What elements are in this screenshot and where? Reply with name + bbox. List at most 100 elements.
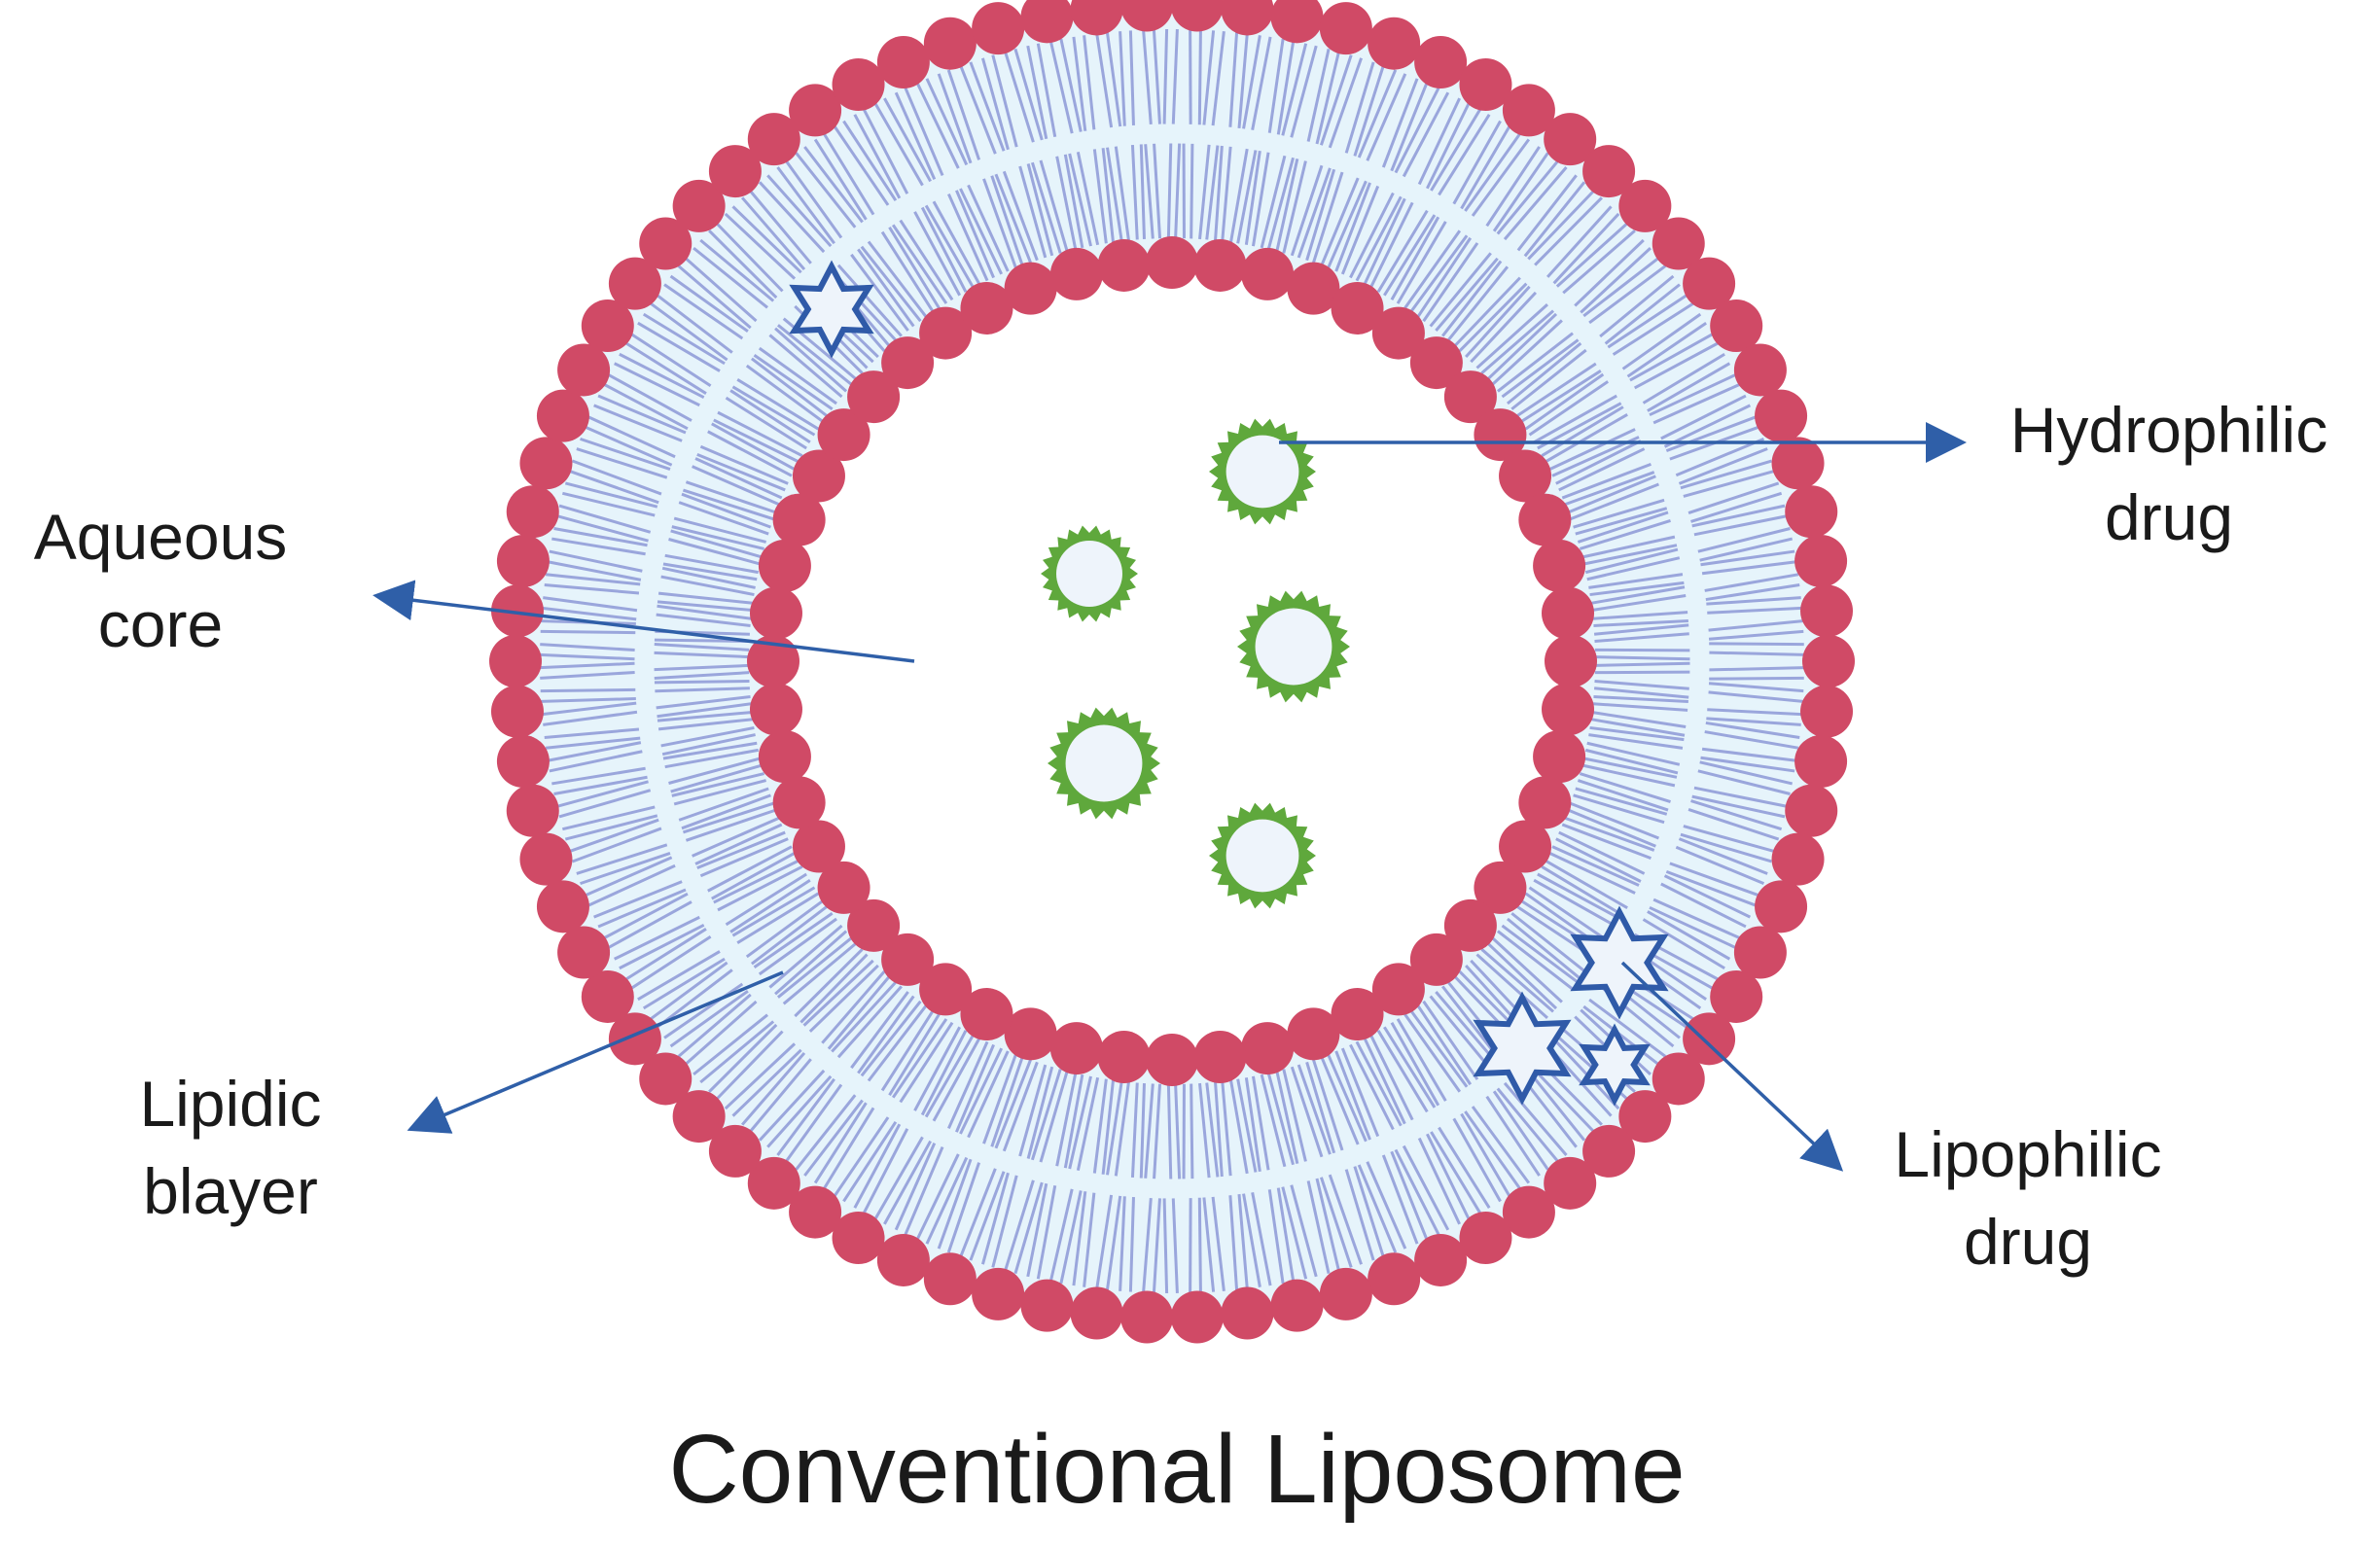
lipid-tail	[740, 196, 806, 271]
lipid-tail	[1430, 108, 1482, 192]
lipid-tail	[803, 146, 864, 224]
lipid-tail	[664, 553, 759, 575]
lipid-tail	[1700, 756, 1795, 773]
lipid-tail	[1558, 447, 1646, 492]
lipid-tail	[549, 549, 643, 573]
lipid-tail	[1083, 35, 1096, 130]
lipid-head	[1733, 926, 1787, 979]
lipid-tail	[642, 312, 726, 366]
lipid-tail	[540, 629, 636, 635]
lipid-head	[1414, 1233, 1468, 1286]
lipid-head	[1368, 17, 1421, 70]
lipid-tail	[1558, 830, 1646, 875]
lipid-tail	[1101, 1079, 1115, 1175]
lipid-tail	[571, 827, 662, 863]
lipid-tail	[1275, 158, 1299, 252]
lipid-tail	[1383, 214, 1437, 297]
lipid-head	[881, 336, 935, 390]
lipid-head	[608, 257, 661, 310]
lipid-head	[1270, 0, 1324, 44]
lipid-tail	[1486, 941, 1558, 1010]
lipid-tail	[1211, 31, 1226, 126]
lipid-tail	[1119, 1196, 1126, 1291]
lipid-tail	[1705, 583, 1800, 602]
lipid-tail	[654, 671, 750, 680]
lipid-tail	[682, 488, 774, 521]
lipid-tail	[1013, 48, 1044, 141]
lipid-head	[1771, 437, 1825, 490]
lipid-tail	[982, 178, 1017, 269]
lipid-tail	[1485, 146, 1541, 228]
six-point-star-icon	[1473, 991, 1572, 1106]
lipid-head	[1331, 988, 1384, 1041]
lipid-head	[747, 635, 799, 687]
lipid-tail	[1446, 265, 1510, 342]
lipid-tail	[662, 562, 758, 581]
lipid-head	[1474, 861, 1527, 914]
lipid-tail	[580, 852, 671, 886]
lipid-head	[1020, 0, 1074, 44]
lipid-tail	[1002, 1061, 1039, 1152]
lipid-tail	[768, 334, 843, 399]
lipid-tail	[1570, 801, 1659, 840]
lipid-tail	[1642, 352, 1725, 405]
lipid-tail	[1305, 1061, 1336, 1154]
lipid-tail	[1030, 1069, 1062, 1161]
lipid-tail	[1574, 238, 1645, 307]
lipid-tail	[713, 859, 799, 904]
lipid-tail	[1281, 1186, 1308, 1280]
lipid-tail	[888, 1013, 941, 1097]
lipid-head	[506, 485, 559, 539]
lipid-tail	[750, 357, 829, 418]
lipid-tail	[1589, 725, 1685, 742]
lipid-head	[923, 1252, 977, 1306]
lipid-tail	[1276, 40, 1296, 135]
lipid-tail	[1344, 1169, 1375, 1261]
lipid-tail	[1709, 642, 1804, 647]
lipid-tail	[1594, 648, 1690, 652]
lipid-tail	[758, 1069, 826, 1142]
lipid-tail	[1649, 373, 1737, 417]
lipid-tail	[959, 188, 1004, 275]
lipid-tail	[932, 200, 981, 286]
lipid-tail	[1190, 1083, 1194, 1179]
lipid-tail	[1555, 440, 1642, 485]
lipid-tail	[1704, 730, 1799, 750]
lipid-tail	[677, 993, 752, 1058]
lipid-tail	[1305, 168, 1336, 262]
lipid-tail	[1026, 45, 1048, 140]
lipid-head	[672, 179, 726, 232]
lipid-tail	[654, 638, 750, 644]
lipid-head	[1582, 145, 1636, 198]
lipid-tail	[1583, 757, 1678, 779]
lipid-head	[1049, 247, 1103, 300]
lipid-tail	[1026, 1182, 1048, 1278]
lipid-tail	[1575, 787, 1668, 816]
lipid-tail	[1363, 197, 1406, 286]
lipid-tail	[707, 845, 793, 893]
lipid-head	[1794, 735, 1848, 789]
lipid-tail	[1580, 247, 1652, 314]
lipid-tail	[959, 1168, 997, 1258]
lipid-tail	[860, 245, 922, 323]
lipid-tail	[1340, 1047, 1380, 1138]
lipid-tail	[1708, 682, 1804, 693]
lipid-tail	[1236, 1078, 1258, 1173]
lipid-head	[919, 963, 973, 1016]
lipid-tail	[1687, 481, 1780, 514]
lipid-tail	[991, 54, 1018, 148]
lipid-tail	[1652, 898, 1741, 940]
lipid-tail	[1357, 1164, 1398, 1253]
lipid-tail	[1402, 91, 1450, 178]
lipid-tail	[915, 82, 960, 169]
lipid-tail	[1709, 666, 1805, 672]
lipid-tail	[1039, 159, 1069, 252]
lipid-tail	[1228, 1195, 1239, 1290]
lipid-tail	[614, 362, 700, 407]
lipid-tail	[556, 514, 649, 543]
lipid-tail	[1480, 309, 1555, 374]
lipid-tail	[1675, 437, 1765, 477]
lipid-tail	[1290, 45, 1318, 138]
lipid-tail	[637, 321, 721, 372]
lipid-tail	[1228, 32, 1239, 127]
